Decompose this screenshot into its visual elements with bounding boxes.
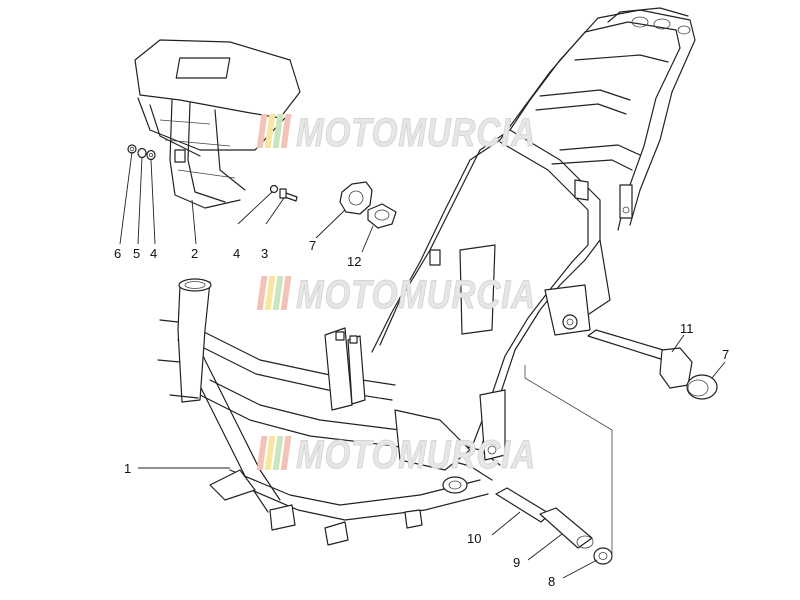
leader-lines [119, 151, 726, 579]
callout-7: 7 [722, 347, 729, 362]
callout-11: 11 [680, 321, 694, 336]
hardware-parts [127, 144, 718, 565]
watermark-stripe [280, 276, 292, 310]
watermark-stripe [272, 436, 284, 470]
watermark-stripe [280, 114, 292, 148]
watermark-stripe [272, 114, 284, 148]
callout-2: 2 [191, 246, 198, 261]
watermark-stripe [256, 436, 268, 470]
front-bracket-assembly [134, 39, 301, 209]
callout-4: 4 [233, 246, 240, 261]
watermark-middle: MOTOMURCIA [256, 273, 536, 317]
callout-4: 4 [150, 246, 157, 261]
watermark-bottom: MOTOMURCIA [256, 433, 536, 477]
watermark-stripe [256, 276, 268, 310]
watermark-text: MOTOMURCIA [296, 111, 536, 155]
callout-9: 9 [513, 555, 520, 570]
watermark-text: MOTOMURCIA [296, 433, 536, 477]
watermark-stripe [280, 436, 292, 470]
watermark-stripe [264, 114, 276, 148]
callout-6: 6 [114, 246, 121, 261]
callout-7: 7 [309, 238, 316, 253]
callout-3: 3 [261, 246, 268, 261]
watermark-top: MOTOMURCIA [256, 111, 536, 155]
callout-12: 12 [347, 254, 361, 269]
watermark-stripe [272, 276, 284, 310]
callout-5: 5 [133, 246, 140, 261]
watermark-stripe [264, 276, 276, 310]
watermark-stripe [256, 114, 268, 148]
scooter-frame [157, 7, 696, 546]
watermark-text: MOTOMURCIA [296, 273, 536, 317]
callout-10: 10 [467, 531, 481, 546]
callout-labels: 6 5 4 2 4 3 7 12 1 11 7 10 9 8 [114, 238, 729, 589]
callout-1: 1 [124, 461, 131, 476]
callout-8: 8 [548, 574, 555, 589]
watermark-stripe [264, 436, 276, 470]
